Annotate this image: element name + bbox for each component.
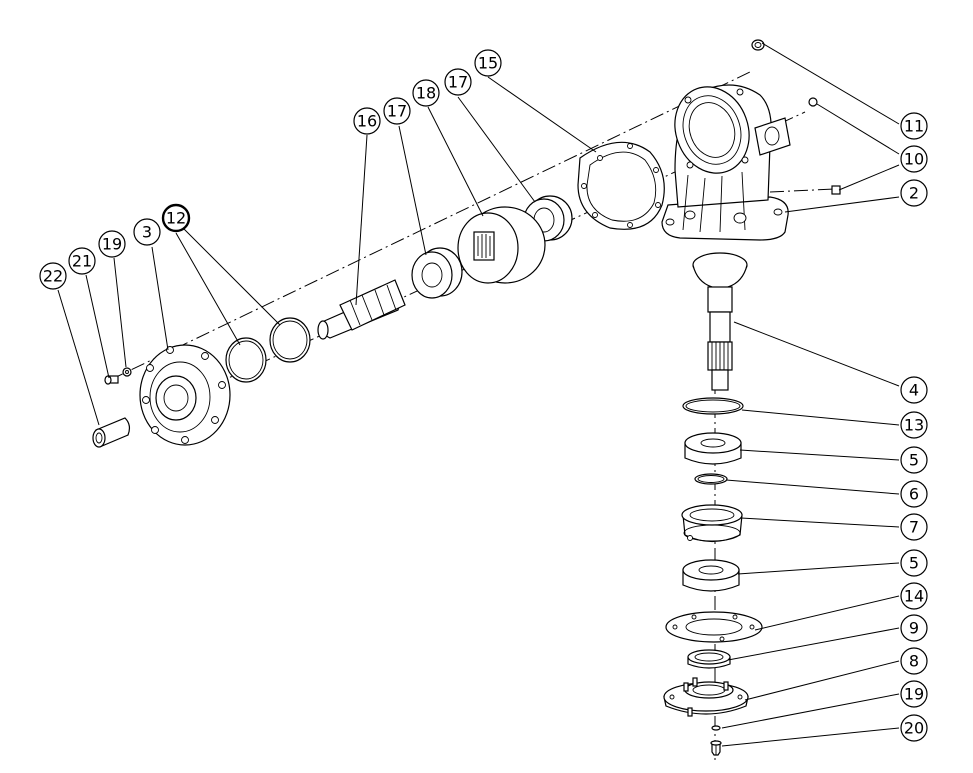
plug-lower: [831, 185, 841, 195]
label-21-text: 21: [72, 252, 92, 271]
label-4-text: 4: [909, 381, 919, 400]
label-19-upper-text: 19: [102, 235, 122, 254]
label-21: 21: [68, 247, 96, 275]
label-5-upper-text: 5: [909, 451, 919, 470]
sleeve-22: [92, 417, 131, 448]
label-2-text: 2: [909, 184, 919, 203]
bolt-20: [710, 740, 722, 756]
label-19-upper: 19: [98, 230, 126, 258]
label-3: 3: [133, 218, 161, 246]
gasket-14: [665, 611, 763, 643]
label-9: 9: [900, 614, 928, 642]
label-17-lower: 17: [383, 97, 411, 125]
label-5-lower-text: 5: [909, 554, 919, 573]
label-11: 11: [900, 112, 928, 140]
label-18-text: 18: [416, 84, 436, 103]
label-11-text: 11: [904, 117, 924, 136]
spacer-ring-6: [694, 473, 728, 485]
bearing-17-lower: [411, 247, 463, 299]
o-ring-12-b: [269, 317, 311, 363]
label-8: 8: [900, 647, 928, 675]
label-17-upper-text: 17: [448, 73, 468, 92]
label-16: 16: [353, 107, 381, 135]
oil-seal-9: [687, 649, 731, 669]
label-5-upper: 5: [900, 446, 928, 474]
plug-axis: [769, 188, 836, 193]
pinion-shaft-4: [692, 252, 748, 391]
end-cover-3: [139, 344, 231, 446]
label-12-text: 12: [166, 209, 186, 228]
o-ring-12-a: [225, 337, 267, 383]
bearing-5-upper: [684, 432, 742, 465]
label-17-upper: 17: [444, 68, 472, 96]
label-13-text: 13: [904, 416, 924, 435]
label-18: 18: [412, 79, 440, 107]
gasket-15: [577, 141, 665, 230]
label-20-text: 20: [904, 719, 924, 738]
label-6-text: 6: [909, 485, 919, 504]
label-2: 2: [900, 179, 928, 207]
label-9-text: 9: [909, 619, 919, 638]
input-shaft-16: [317, 279, 406, 340]
bearing-sleeve-7: [681, 504, 743, 543]
label-17-lower-text: 17: [387, 102, 407, 121]
upper-axis: [109, 71, 751, 381]
bevel-gear-18: [457, 206, 546, 284]
label-14: 14: [900, 582, 928, 610]
washer-19-upper: [122, 367, 132, 377]
part-labels: 22 21 19 3 12 16 17 18: [39, 49, 928, 742]
label-15: 15: [474, 49, 502, 77]
label-19-lower-text: 19: [904, 685, 924, 704]
label-8-text: 8: [909, 652, 919, 671]
label-14-text: 14: [904, 587, 924, 606]
label-10-text: 10: [904, 150, 924, 169]
plug-upper: [808, 97, 818, 107]
bearing-5-lower: [682, 559, 740, 592]
label-22: 22: [39, 262, 67, 290]
label-4: 4: [900, 376, 928, 404]
label-5-lower: 5: [900, 549, 928, 577]
label-16-text: 16: [357, 112, 377, 131]
label-12: 12: [161, 203, 191, 233]
leader-lines: [57, 42, 900, 747]
label-6: 6: [900, 480, 928, 508]
label-7: 7: [900, 513, 928, 541]
label-3-text: 3: [142, 223, 152, 242]
label-15-text: 15: [478, 54, 498, 73]
label-7-text: 7: [909, 518, 919, 537]
label-19-lower: 19: [900, 680, 928, 708]
bottom-cover-8: [663, 677, 749, 717]
label-22-text: 22: [43, 267, 63, 286]
circlip-13: [682, 397, 744, 415]
label-10: 10: [900, 145, 928, 173]
washer-19-lower: [711, 725, 721, 731]
bolt-21: [104, 375, 119, 385]
label-20: 20: [900, 714, 928, 742]
breather-plug: [751, 39, 765, 51]
label-13: 13: [900, 411, 928, 439]
gearbox-housing: [661, 84, 791, 241]
